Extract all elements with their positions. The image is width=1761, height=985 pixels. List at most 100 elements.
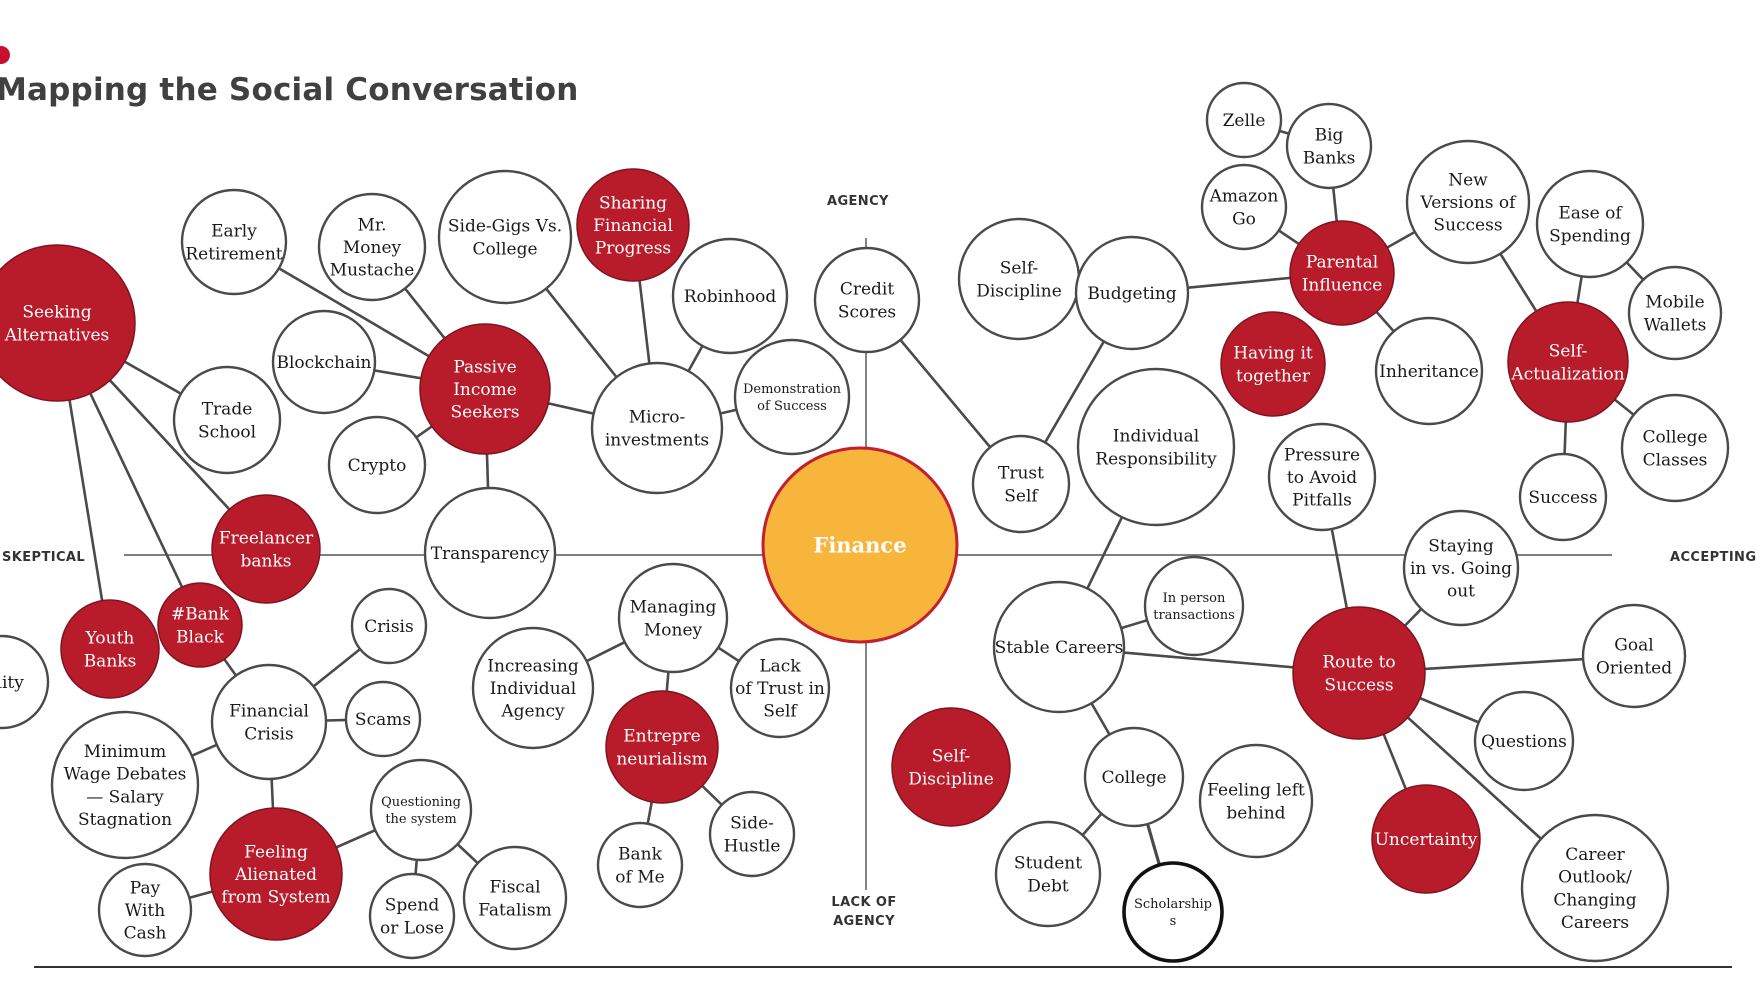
node-entre-circle — [605, 690, 719, 804]
node-paycash-circle — [97, 862, 193, 958]
node-career-circle — [1520, 813, 1670, 963]
node-stable: Stable Careers — [992, 580, 1126, 714]
node-crypto: Crypto — [327, 415, 427, 515]
node-staying-circle — [1402, 509, 1520, 627]
node-inheritance: Inheritance — [1374, 316, 1484, 426]
node-fiscal-circle — [462, 845, 568, 951]
node-blockchain: Blockchain — [271, 309, 377, 415]
node-trustself-circle — [971, 434, 1071, 534]
node-micro: Micro-investments — [590, 361, 724, 495]
node-robinhood-label: Robinhood — [684, 287, 777, 307]
node-pressure-circle — [1267, 422, 1377, 532]
node-sidehustle-circle — [708, 790, 796, 878]
node-spend-circle — [368, 872, 456, 960]
node-credit-circle — [813, 246, 921, 354]
node-selfdisc1-circle — [957, 217, 1081, 341]
node-sidehustle: Side-Hustle — [708, 790, 796, 878]
node-early-circle — [180, 188, 288, 296]
node-scams: Scams — [344, 680, 422, 758]
node-transparency: Transparency — [423, 486, 557, 620]
node-sidehustle-label: Side-Hustle — [724, 814, 781, 857]
node-questions-circle — [1473, 690, 1575, 792]
node-blockchain-circle — [271, 309, 377, 415]
node-bility-label: bility — [0, 673, 24, 693]
node-mobile-circle — [1627, 265, 1723, 361]
node-individual-circle — [1076, 367, 1236, 527]
node-goal-circle — [1581, 603, 1687, 709]
node-crisis-circle — [350, 587, 428, 665]
node-crisis-label: Crisis — [364, 617, 413, 637]
node-parental-circle — [1289, 220, 1395, 326]
node-selfdisc2: Self-Discipline — [891, 707, 1011, 827]
node-budgeting: Budgeting — [1074, 235, 1190, 351]
node-selfdisc1-label: Self-Discipline — [976, 259, 1062, 302]
node-uncertainty-label: Uncertainty — [1375, 830, 1478, 850]
node-bankblack-circle — [157, 582, 243, 668]
node-finance-circle — [761, 446, 959, 644]
node-freelancer-circle — [211, 494, 321, 604]
node-zelle: Zelle — [1205, 81, 1283, 159]
node-stable-circle — [992, 580, 1126, 714]
node-selfdisc1: Self-Discipline — [957, 217, 1081, 341]
node-college: College — [1083, 726, 1185, 828]
node-newversions-circle — [1405, 139, 1531, 265]
node-inheritance-circle — [1374, 316, 1484, 426]
node-transparency-label: Transparency — [431, 544, 550, 564]
node-finance-label: Finance — [813, 532, 906, 557]
node-selfact: Self-Actualization — [1507, 301, 1629, 423]
node-transparency-circle — [423, 486, 557, 620]
title-accent-dot — [0, 46, 10, 64]
node-bankofme-circle — [596, 821, 684, 909]
